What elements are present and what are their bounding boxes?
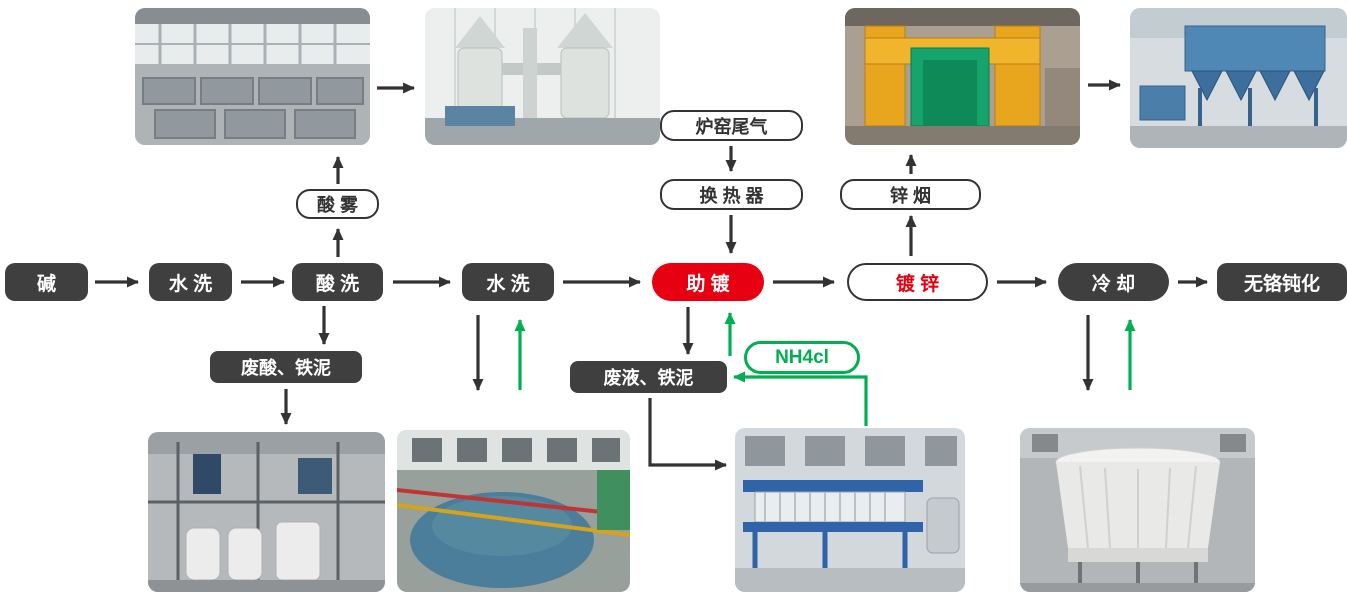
node-acid-wash: 酸 洗 <box>292 263 383 301</box>
node-waste-acid-iron-mud: 废酸、铁泥 <box>210 351 362 383</box>
node-flux: 助 镀 <box>652 263 764 301</box>
pickling-workshop-illustration <box>135 8 370 145</box>
filter-press-illustration <box>735 428 965 592</box>
node-alkali: 碱 <box>5 263 88 301</box>
bag-dust-collector-photo <box>1130 8 1347 148</box>
filter-press-equipment-photo <box>735 428 965 592</box>
galvanizing-furnace-illustration <box>845 8 1080 145</box>
waste-acid-treatment-equipment-photo <box>148 432 385 592</box>
node-nh4cl: NH4cl <box>744 341 860 374</box>
node-waste-liquid-iron-mud: 废液、铁泥 <box>570 361 727 393</box>
node-heat-exchanger: 换 热 器 <box>660 179 803 210</box>
scrubber-towers-illustration <box>425 8 660 145</box>
node-cooling: 冷 却 <box>1058 263 1169 301</box>
node-zinc-fume: 锌 烟 <box>840 179 981 210</box>
node-furnace-tail-gas: 炉窑尾气 <box>660 110 803 141</box>
green-arrow-nh4cl-to-waste-liquid <box>733 371 868 426</box>
cooling-tower-illustration <box>1020 428 1255 592</box>
cooling-tower-photo <box>1020 428 1255 592</box>
dust-collector-illustration <box>1130 8 1347 148</box>
node-galvanizing: 镀 锌 <box>847 263 988 301</box>
galvanizing-furnace-line-photo <box>845 8 1080 145</box>
arrow-waste-liquid-to-filter-press <box>648 398 727 471</box>
waste-acid-treatment-illustration <box>148 432 385 592</box>
node-passivation: 无铬钝化 <box>1217 263 1347 301</box>
node-water-wash-1: 水 洗 <box>149 263 232 301</box>
rinse-water-treatment-tank-photo <box>397 430 630 592</box>
acid-mist-scrubber-towers-photo <box>425 8 660 145</box>
node-water-wash-2: 水 洗 <box>462 263 554 301</box>
node-acid-mist: 酸 雾 <box>296 189 379 219</box>
pickling-workshop-photo <box>135 8 370 145</box>
rinse-water-treatment-illustration <box>397 430 630 592</box>
